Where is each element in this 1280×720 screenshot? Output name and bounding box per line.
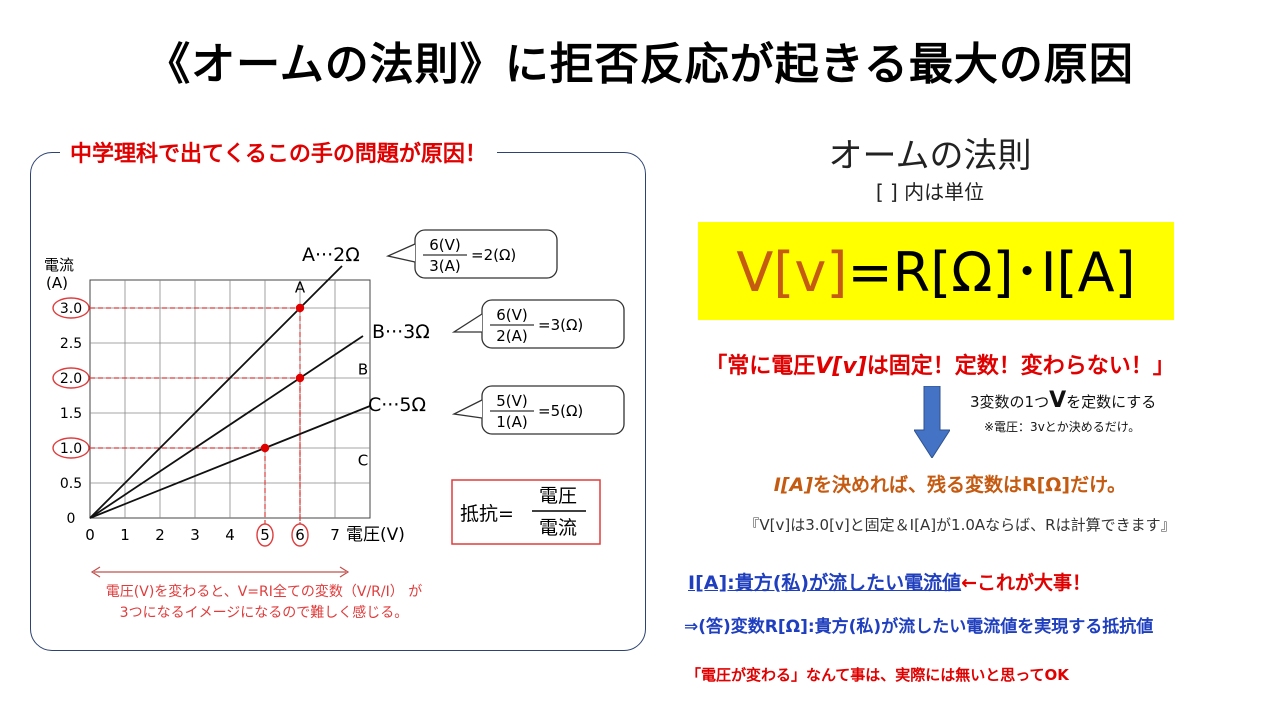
formula-voltage: V[v] — [736, 241, 848, 304]
double-arrow-line — [90, 566, 350, 578]
x-tick-label: 4 — [225, 526, 235, 544]
final-note: 「電圧が変わる」なんて事は、実際には無いと思ってOK — [686, 666, 1069, 684]
series-label-c: C — [358, 452, 368, 470]
x-tick-label: 3 — [190, 526, 200, 544]
side-note-detail: ※電圧：3vとか決めるだけ。 — [984, 420, 1141, 434]
x-tick-circle — [256, 523, 274, 547]
x-axis-label: 電圧(V) — [346, 525, 405, 545]
callout-result: =5(Ω) — [538, 402, 583, 420]
answer-line: ⇒(答)変数R[Ω]:貴方(私)が流したい電流値を実現する抵抗値 — [684, 617, 1154, 637]
y-axis-label: 電流 — [44, 256, 74, 274]
callout-label: C···5Ω — [368, 394, 426, 416]
callout-result: =3(Ω) — [538, 316, 583, 334]
down-arrow-icon — [914, 386, 950, 458]
x-tick-label: 1 — [120, 526, 130, 544]
data-point-marker — [295, 373, 305, 383]
y-tick-circle — [52, 367, 90, 389]
formula-highlight — [698, 222, 1174, 320]
ohms-law-graph: A B C 0 1 2 3 4 5 6 7 0 0.5 1.0 1.5 2.0 2.5 3.0 A···2Ω 6(… — [44, 229, 625, 547]
decision-note-resistance: R[Ω] — [1021, 474, 1071, 496]
callout-pointer — [385, 243, 416, 263]
callout-denominator: 1(A) — [496, 413, 528, 431]
law-title: オームの法則 — [828, 136, 1032, 176]
y-tick-label: 1.5 — [60, 406, 82, 422]
y-tick-label: 0 — [67, 511, 76, 527]
y-tick-circle — [52, 437, 90, 459]
x-tick-label: 5 — [260, 526, 270, 544]
y-tick-label: 2.5 — [60, 336, 82, 352]
example-note: 『V[v]は3.0[v]と固定＆I[A]が1.0Aならば、Rは計算できます』 — [744, 516, 1176, 534]
x-tick-label: 0 — [85, 526, 95, 544]
callout-numerator: 6(V) — [496, 306, 528, 324]
callout-pointer — [451, 313, 483, 333]
callout-numerator: 6(V) — [429, 236, 461, 254]
callout-pointer — [451, 399, 483, 419]
key-point-emphasis: ←これが大事！ — [961, 572, 1092, 594]
callout-result: =2(Ω) — [471, 246, 516, 264]
callout-denominator: 3(A) — [429, 257, 461, 275]
side-note-variable: V — [1049, 388, 1067, 413]
unit-note: [ ] 内は単位 — [875, 180, 985, 204]
constant-note: 「常に電圧V[v]は固定！定数！変わらない！」 — [660, 348, 1220, 380]
series-label-a: A — [295, 279, 306, 297]
page-title: 《オームの法則》に拒否反応が起きる最大の原因 — [146, 39, 1134, 90]
callout-label: B···3Ω — [372, 321, 430, 343]
graph-note-line-1: 電圧(V)を変わると、V=RI全ての変数（V/R/I） が — [105, 584, 423, 600]
formula-rest: =R[Ω]･I[A] — [847, 241, 1136, 304]
graph-guide-lines — [90, 307, 301, 524]
resistance-formula-box: 抵抗= 電圧 電流 — [451, 479, 601, 545]
resistance-lhs: 抵抗= — [460, 503, 514, 525]
x-tick-label: 7 — [330, 526, 340, 544]
series-label-b: B — [358, 361, 368, 379]
graph-callouts: A···2Ω 6(V) 3(A) =2(Ω) B···3Ω 6(V) 2(A) =3(Ω) C·… — [302, 229, 625, 435]
side-note-start: 3変数の1つ — [970, 393, 1050, 411]
constant-note-start: 「常に電圧 — [705, 354, 816, 379]
key-point-current: I[A]:貴方(私)が流したい電流値 — [688, 572, 962, 594]
side-note-end: を定数にする — [1066, 393, 1157, 411]
graph-note: 電圧(V)を変わると、V=RI全ての変数（V/R/I） が 3つになるイメージに… — [44, 582, 484, 624]
resistance-numerator: 電圧 — [539, 485, 577, 507]
y-tick-label: 2.0 — [60, 371, 82, 387]
constant-note-end: は固定！定数！変わらない！」 — [866, 354, 1175, 379]
y-tick-circle — [52, 297, 90, 319]
callout-denominator: 2(A) — [496, 327, 528, 345]
callout-numerator: 5(V) — [496, 392, 528, 410]
graph-grid — [89, 279, 371, 519]
series-line-a — [89, 265, 343, 519]
y-tick-label: 0.5 — [60, 476, 82, 492]
resistance-denominator: 電流 — [539, 517, 577, 539]
key-point: I[A]:貴方(私)が流したい電流値←これが大事！ — [688, 568, 1091, 595]
y-tick-label: 3.0 — [60, 301, 82, 317]
ohms-law-formula: V[v]=R[Ω]･I[A] — [698, 228, 1174, 307]
x-tick-label: 6 — [295, 526, 305, 544]
callout-label: A···2Ω — [302, 244, 360, 266]
decision-note-end: だけ。 — [1070, 474, 1127, 496]
y-tick-label: 1.0 — [60, 441, 82, 457]
graph-ticks: 0 1 2 3 4 5 6 7 0 0.5 1.0 1.5 2.0 2.5 3.0 — [52, 297, 340, 547]
decision-note: I[A]を決めれば、残る変数はR[Ω]だけ。 — [700, 470, 1200, 497]
side-note: 3変数の1つVを定数にする — [970, 388, 1156, 413]
x-tick-label: 2 — [155, 526, 165, 544]
y-axis-unit: (A) — [46, 274, 68, 292]
data-point-marker — [295, 303, 305, 313]
graph-markers — [260, 303, 305, 453]
graph-frame-caption: 中学理科で出てくるこの手の問題が原因！ — [60, 136, 497, 168]
graph-note-line-2: 3つになるイメージになるので難しく感じる。 — [119, 605, 409, 621]
series-line-b — [89, 335, 364, 519]
decision-note-text: を決めれば、残る変数は — [812, 474, 1022, 496]
x-tick-circle — [291, 523, 309, 547]
decision-note-variable: I[A] — [773, 474, 813, 496]
constant-note-variable: V[v] — [815, 354, 867, 379]
data-point-marker — [260, 443, 270, 453]
